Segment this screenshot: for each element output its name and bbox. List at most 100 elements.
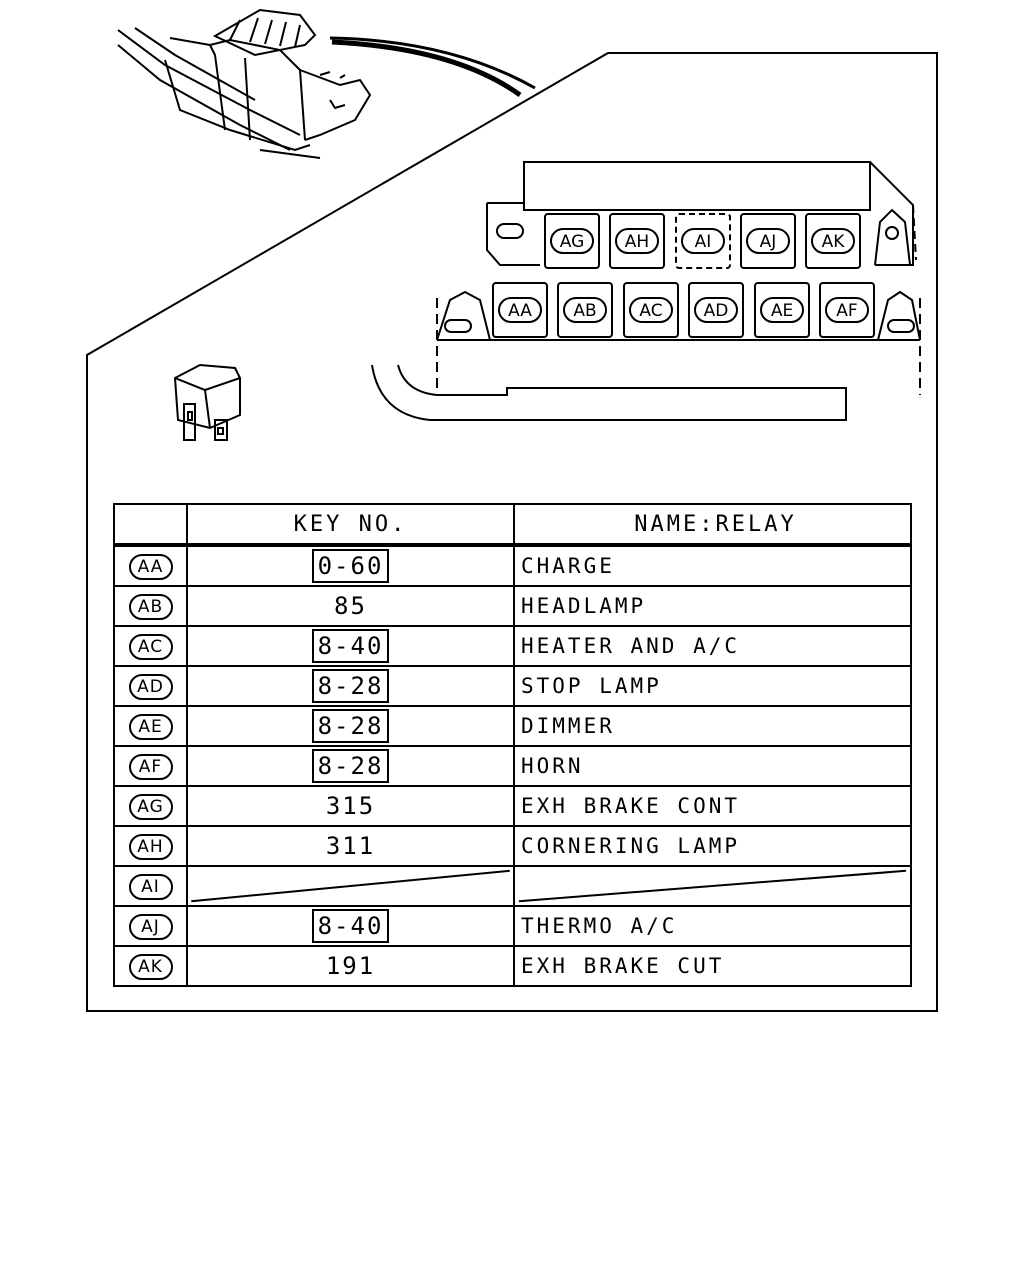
svg-text:AF: AF bbox=[836, 301, 857, 321]
row-code-label: AF bbox=[128, 753, 173, 780]
table-row: AC 8-40 HEATER AND A/C bbox=[113, 625, 912, 667]
table-row: AA 0-60 CHARGE bbox=[113, 544, 912, 587]
row-code-cell: AA bbox=[113, 544, 188, 587]
row-name-cell: DIMMER bbox=[513, 705, 912, 747]
row-key-number: 8-28 bbox=[311, 749, 390, 783]
svg-text:AA: AA bbox=[508, 301, 532, 321]
row-code-label: AC bbox=[128, 633, 173, 660]
row-key-cell: 311 bbox=[186, 825, 515, 867]
table-row: AF 8-28 HORN bbox=[113, 745, 912, 787]
row-code-cell: AG bbox=[113, 785, 188, 827]
row-name-cell: EXH BRAKE CONT bbox=[513, 785, 912, 827]
row-key-number: 8-40 bbox=[311, 629, 390, 663]
header-name-relay: NAME:RELAY bbox=[513, 503, 912, 547]
connector-label-ad: AD bbox=[694, 297, 738, 323]
header-code bbox=[113, 503, 188, 547]
row-relay-name: HEATER AND A/C bbox=[521, 633, 741, 658]
row-code-cell: AE bbox=[113, 705, 188, 747]
row-key-number: 311 bbox=[325, 832, 376, 860]
upper-row-labels: AG AH AI AJ AK bbox=[550, 228, 855, 254]
row-code-cell: AF bbox=[113, 745, 188, 787]
row-key-cell: 8-28 bbox=[186, 705, 515, 747]
row-code-label: AJ bbox=[128, 913, 173, 940]
table-row: AK 191 EXH BRAKE CUT bbox=[113, 945, 912, 987]
row-code-label: AD bbox=[128, 673, 173, 700]
table-row: AG 315 EXH BRAKE CONT bbox=[113, 785, 912, 827]
svg-text:AG: AG bbox=[560, 232, 585, 252]
panel-outline bbox=[86, 52, 938, 1012]
row-code-cell: AJ bbox=[113, 905, 188, 947]
connector-label-af: AF bbox=[825, 297, 869, 323]
header-key-no: KEY NO. bbox=[186, 503, 515, 547]
row-key-cell bbox=[186, 865, 515, 907]
row-code-cell: AC bbox=[113, 625, 188, 667]
row-code-label: AK bbox=[128, 953, 173, 980]
row-key-number: 8-28 bbox=[311, 669, 390, 703]
relay-icon bbox=[173, 363, 241, 441]
relay-block-lower bbox=[371, 282, 921, 421]
row-code-cell: AI bbox=[113, 865, 188, 907]
row-key-number: 191 bbox=[325, 952, 376, 980]
connector-label-ag: AG bbox=[550, 228, 594, 254]
row-key-number: 8-40 bbox=[311, 909, 390, 943]
row-key-cell: 8-40 bbox=[186, 905, 515, 947]
table-header-row: KEY NO. NAME:RELAY bbox=[113, 503, 912, 547]
table-row: AB 85 HEADLAMP bbox=[113, 585, 912, 627]
relay-table: KEY NO. NAME:RELAY AA 0-60 CHARGE AB 85 HEADL… bbox=[113, 503, 912, 987]
row-key-cell: 8-28 bbox=[186, 665, 515, 707]
connector-label-aa: AA bbox=[498, 297, 542, 323]
svg-text:AE: AE bbox=[771, 301, 793, 321]
svg-text:AH: AH bbox=[625, 232, 649, 252]
svg-text:AJ: AJ bbox=[760, 232, 777, 252]
relay-block-upper bbox=[486, 161, 917, 269]
connector-label-ae: AE bbox=[760, 297, 804, 323]
row-code-label: AI bbox=[128, 873, 173, 900]
svg-text:AD: AD bbox=[704, 301, 729, 321]
row-name-cell: HEADLAMP bbox=[513, 585, 912, 627]
row-relay-name: STOP LAMP bbox=[521, 673, 662, 698]
connector-label-aj: AJ bbox=[746, 228, 790, 254]
connector-label-ak: AK bbox=[811, 228, 855, 254]
row-name-cell: STOP LAMP bbox=[513, 665, 912, 707]
row-relay-name: EXH BRAKE CUT bbox=[521, 953, 725, 978]
row-key-cell: 85 bbox=[186, 585, 515, 627]
row-name-cell: EXH BRAKE CUT bbox=[513, 945, 912, 987]
row-relay-name: DIMMER bbox=[521, 713, 615, 738]
row-key-number: 315 bbox=[325, 792, 376, 820]
row-key-cell: 191 bbox=[186, 945, 515, 987]
table-row: AI bbox=[113, 865, 912, 907]
connector-label-ac: AC bbox=[629, 297, 673, 323]
callout-arrow bbox=[329, 36, 536, 90]
vehicle-location-sketch bbox=[117, 8, 372, 159]
row-code-cell: AB bbox=[113, 585, 188, 627]
row-relay-name: EXH BRAKE CONT bbox=[521, 793, 741, 818]
row-code-cell: AH bbox=[113, 825, 188, 867]
svg-text:AK: AK bbox=[822, 232, 846, 252]
row-name-cell: HORN bbox=[513, 745, 912, 787]
row-key-number: 85 bbox=[334, 592, 367, 620]
row-name-cell: HEATER AND A/C bbox=[513, 625, 912, 667]
row-relay-name: HEADLAMP bbox=[521, 593, 647, 618]
table-row: AD 8-28 STOP LAMP bbox=[113, 665, 912, 707]
row-relay-name: THERMO A/C bbox=[521, 913, 678, 938]
row-key-cell: 315 bbox=[186, 785, 515, 827]
row-name-cell bbox=[513, 865, 912, 907]
connector-label-ah: AH bbox=[615, 228, 659, 254]
row-code-cell: AD bbox=[113, 665, 188, 707]
row-relay-name: HORN bbox=[521, 753, 584, 778]
row-key-number: 0-60 bbox=[311, 549, 390, 583]
row-name-cell: THERMO A/C bbox=[513, 905, 912, 947]
row-code-label: AE bbox=[128, 713, 173, 740]
connector-label-ab: AB bbox=[563, 297, 607, 323]
svg-text:AI: AI bbox=[695, 232, 712, 252]
row-key-cell: 0-60 bbox=[186, 544, 515, 587]
svg-text:AB: AB bbox=[573, 301, 596, 321]
empty-slash bbox=[515, 867, 910, 905]
empty-slash bbox=[188, 867, 513, 905]
svg-text:AC: AC bbox=[639, 301, 662, 321]
row-relay-name: CHARGE bbox=[521, 553, 615, 578]
row-code-label: AB bbox=[128, 593, 173, 620]
